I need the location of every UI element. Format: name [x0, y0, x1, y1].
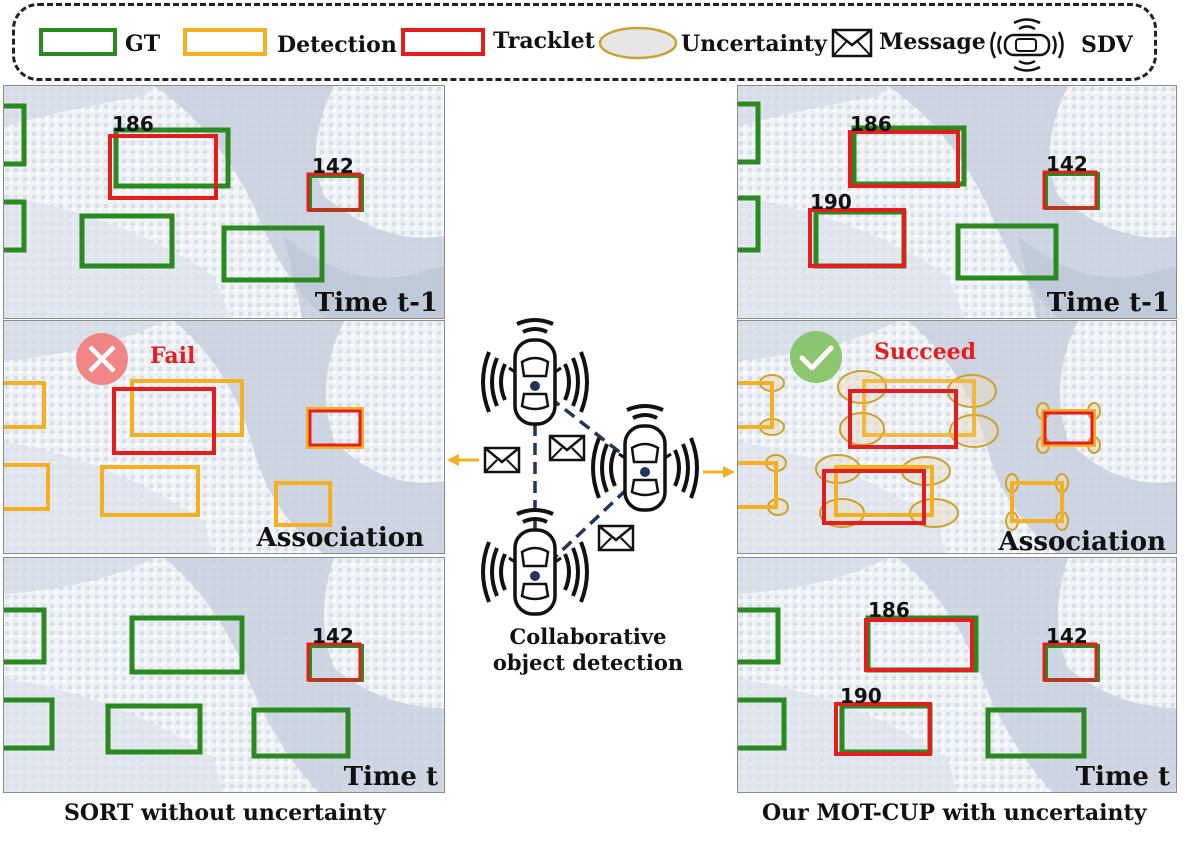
track-id-label: 190 — [840, 684, 882, 708]
collaborative-label-line2: object detection — [492, 650, 684, 676]
track-id-label: 142 — [312, 624, 354, 648]
sdv-vehicle-2 — [591, 404, 699, 512]
legend-sdv-label: SDV — [1081, 32, 1133, 58]
track-id-label: 142 — [312, 154, 354, 178]
fail-status: Fail — [150, 343, 196, 369]
legend: GT Detection Tracklet Uncertainty Messag… — [12, 3, 1157, 81]
legend-message-label: Message — [879, 29, 986, 55]
cross-badge-icon — [76, 333, 128, 385]
left-caption: SORT without uncertainty — [64, 800, 386, 826]
legend-tracklet-swatch — [401, 28, 485, 56]
collaborative-label-line1: Collaborative — [509, 624, 667, 649]
track-id-label: 186 — [112, 112, 154, 136]
association-label: Association — [998, 527, 1166, 554]
envelope-icon — [831, 28, 873, 58]
check-badge-icon — [790, 331, 842, 383]
collaborative-detection-label: Collaborative object detection — [488, 624, 688, 677]
right-panel-time-t: 186 142 190 Time t — [737, 557, 1177, 793]
envelope-icon — [548, 434, 586, 462]
track-id-label: 186 — [850, 112, 892, 136]
legend-detection-swatch — [183, 28, 267, 56]
right-panel-time-t-minus-1: 186 142 190 Time t-1 — [737, 85, 1177, 319]
right-panel-association: Succeed Association — [737, 320, 1177, 554]
arrow-to-left-panel — [447, 454, 479, 466]
sdv-vehicle-1 — [481, 318, 589, 426]
legend-tracklet-label: Tracklet — [493, 28, 595, 54]
track-id-label: 142 — [1046, 152, 1088, 176]
track-id-label: 190 — [810, 190, 852, 214]
track-id-label: 142 — [1046, 624, 1088, 648]
association-label: Association — [256, 523, 424, 553]
success-status: Succeed — [874, 339, 977, 365]
collaboration-diagram — [447, 318, 735, 616]
time-label: Time t — [343, 762, 438, 792]
time-label: Time t — [1075, 762, 1170, 792]
arrow-to-right-panel — [703, 466, 735, 478]
envelope-icon — [597, 524, 635, 552]
legend-uncertainty-label: Uncertainty — [681, 31, 827, 57]
legend-gt-label: GT — [125, 31, 161, 57]
car-with-signal-waves-icon — [990, 18, 1064, 72]
envelope-icon — [483, 446, 521, 474]
time-label: Time t-1 — [1046, 288, 1170, 318]
legend-detection-label: Detection — [277, 32, 397, 58]
right-caption: Our MOT-CUP with uncertainty — [762, 800, 1147, 826]
left-panel-time-t-minus-1: 186 142 Time t-1 — [3, 85, 445, 319]
legend-uncertainty-swatch — [598, 26, 678, 60]
time-label: Time t-1 — [314, 288, 438, 318]
left-panel-association: Fail Association — [3, 320, 445, 554]
legend-gt-swatch — [39, 28, 117, 56]
track-id-label: 186 — [868, 598, 910, 622]
left-panel-time-t: 142 Time t — [3, 557, 445, 793]
